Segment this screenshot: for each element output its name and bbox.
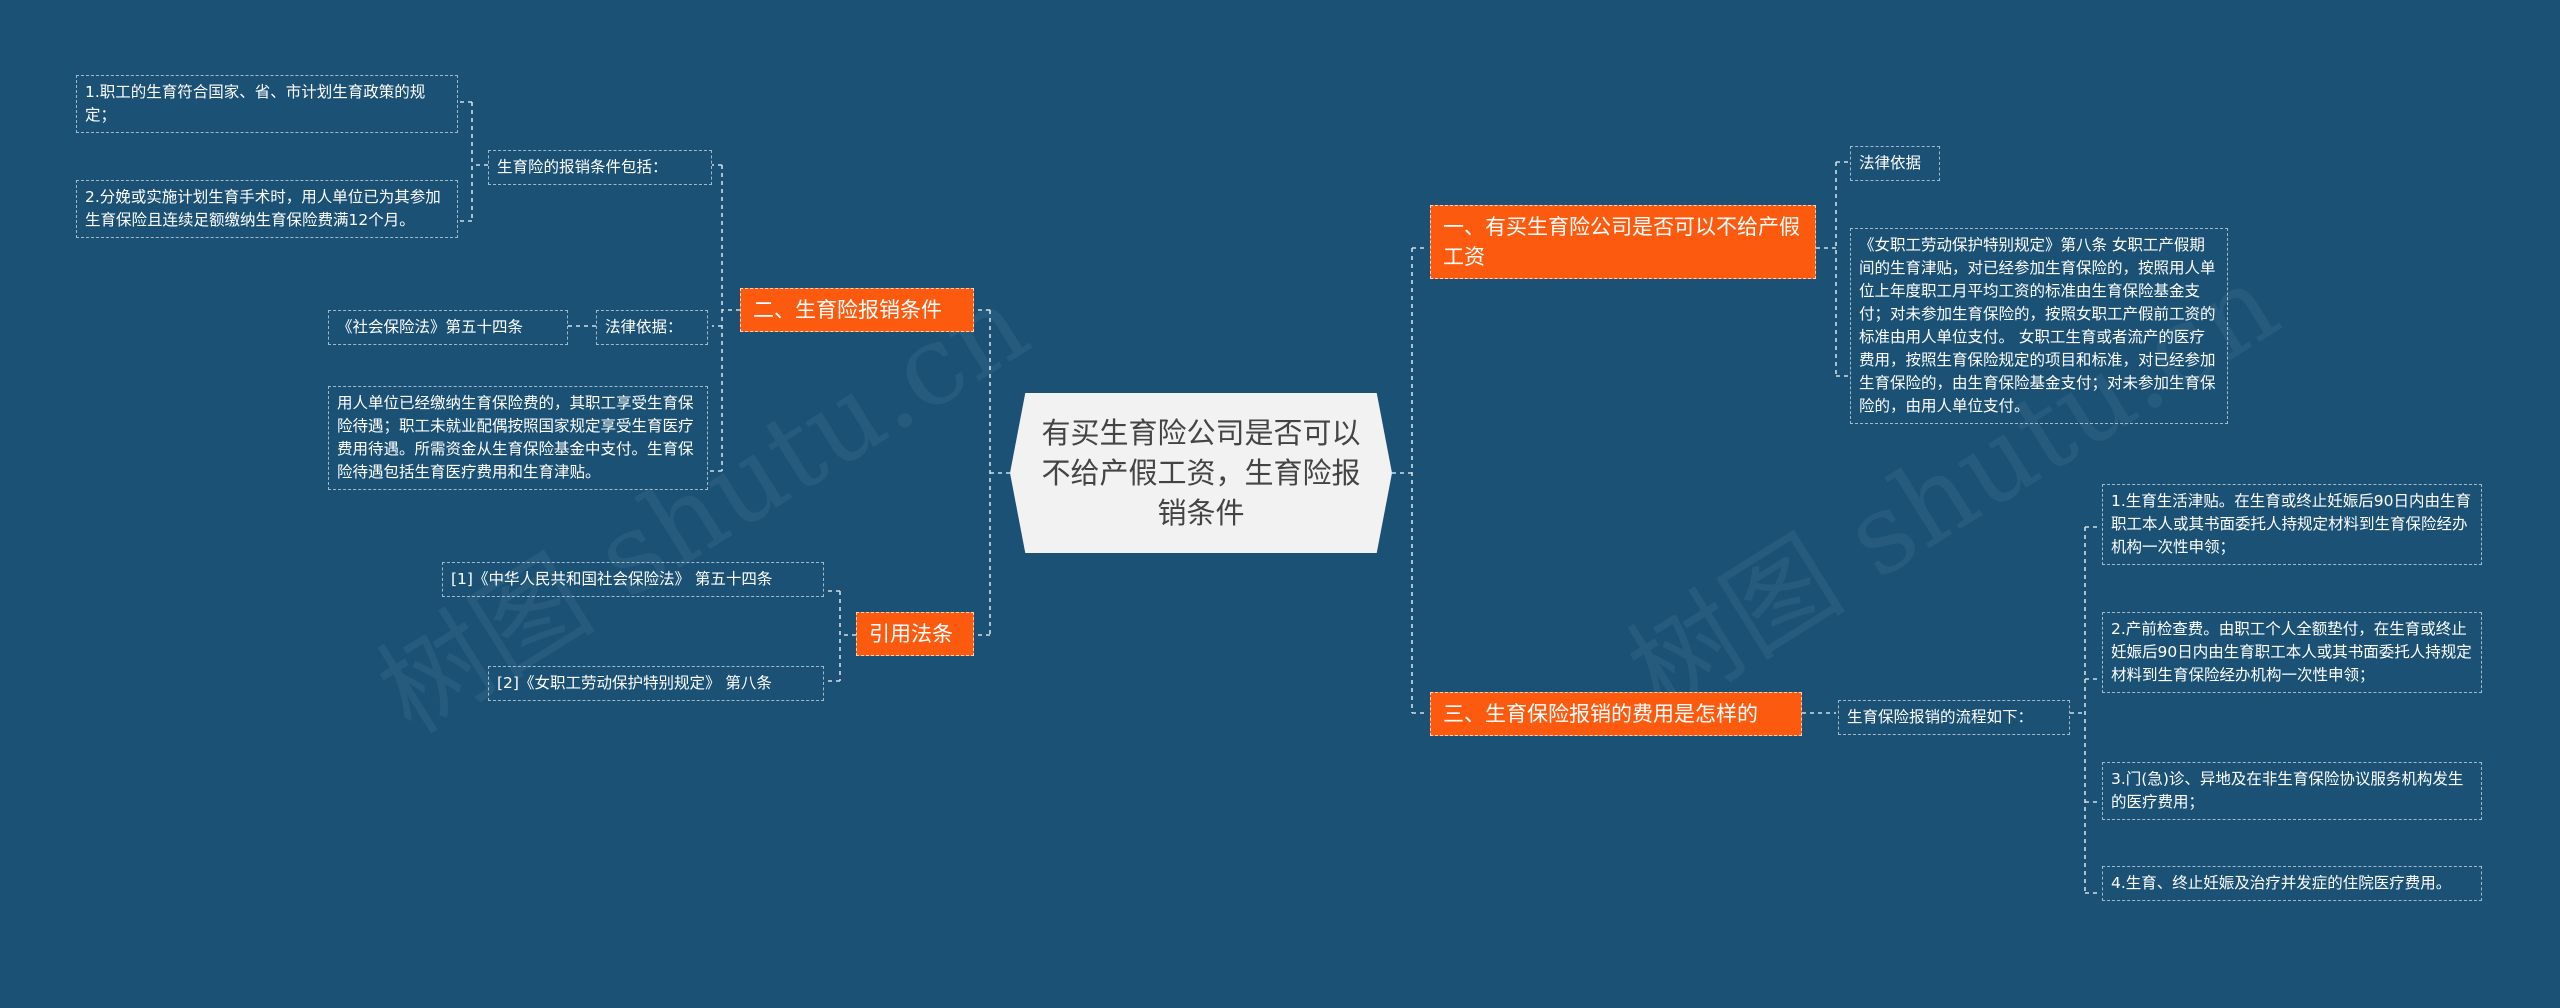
leaf-t2-cond-1: 1.职工的生育符合国家、省、市计划生育政策的规定；: [76, 75, 458, 133]
leaf-t2-basis-law: 《社会保险法》第五十四条: [328, 310, 568, 345]
root-node[interactable]: 有买生育险公司是否可以不给产假工资，生育险报销条件: [1010, 393, 1392, 553]
topic-2[interactable]: 二、生育险报销条件: [740, 288, 974, 332]
root-title: 有买生育险公司是否可以不给产假工资，生育险报销条件: [1041, 416, 1361, 530]
leaf-t4-ref-2: [2]《女职工劳动保护特别规定》 第八条: [488, 666, 824, 701]
leaf-t3-item-2: 2.产前检查费。由职工个人全额垫付，在生育或终止妊娠后90日内由生育职工本人或其…: [2102, 612, 2482, 693]
leaf-t1-law-text: 《女职工劳动保护特别规定》第八条 女职工产假期间的生育津贴，对已经参加生育保险的…: [1850, 228, 2228, 424]
leaf-t1-basis: 法律依据: [1850, 146, 1940, 181]
leaf-t4-ref-1: [1]《中华人民共和国社会保险法》 第五十四条: [442, 562, 824, 597]
topic-3[interactable]: 三、生育保险报销的费用是怎样的: [1430, 692, 1802, 736]
leaf-t2-cond-2: 2.分娩或实施计划生育手术时，用人单位已为其参加生育保险且连续足额缴纳生育保险费…: [76, 180, 458, 238]
leaf-t3-item-4: 4.生育、终止妊娠及治疗并发症的住院医疗费用。: [2102, 866, 2482, 901]
leaf-t3-item-1: 1.生育生活津贴。在生育或终止妊娠后90日内由生育职工本人或其书面委托人持规定材…: [2102, 484, 2482, 565]
leaf-t2-basis-label: 法律依据：: [596, 310, 708, 345]
leaf-t3-item-3: 3.门(急)诊、异地及在非生育保险协议服务机构发生的医疗费用；: [2102, 762, 2482, 820]
leaf-t3-flow-label: 生育保险报销的流程如下：: [1838, 700, 2070, 735]
topic-1[interactable]: 一、有买生育险公司是否可以不给产假工资: [1430, 205, 1816, 279]
leaf-t2-text: 用人单位已经缴纳生育保险费的，其职工享受生育保险待遇；职工未就业配偶按照国家规定…: [328, 386, 708, 490]
topic-4[interactable]: 引用法条: [856, 612, 974, 656]
leaf-t2-cond-label: 生育险的报销条件包括：: [488, 150, 712, 185]
